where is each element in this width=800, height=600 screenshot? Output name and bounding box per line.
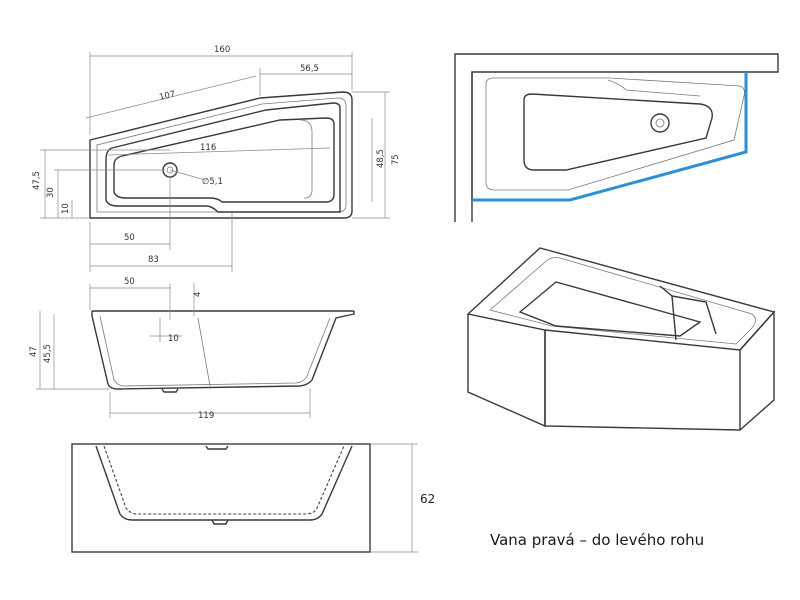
dim-label-10: 10: [61, 203, 71, 214]
drain-leader: [169, 169, 206, 181]
dim-label-50-top: 50: [124, 233, 135, 243]
corner-walls: [454, 53, 779, 222]
dim-label-section-10: 10: [168, 334, 179, 344]
front-elevation: 62: [71, 443, 435, 553]
iso-basin: [489, 257, 756, 345]
dim-label-116: 116: [200, 143, 216, 153]
corner-bath-basin: [485, 77, 745, 191]
isometric-view: [466, 247, 776, 431]
dim-line-116: [107, 147, 331, 156]
iso-front-left-panel: [467, 314, 546, 428]
top-view-drain-inner-icon: [166, 166, 174, 174]
elevation-bottom-drain-icon: [211, 519, 229, 525]
dim-label-119: 119: [198, 411, 214, 421]
top-view-basin-floor: [113, 117, 335, 203]
elevation-outer-shell: [95, 445, 353, 521]
dim-label-section-47: 47: [29, 346, 39, 357]
corner-bath-outline: [471, 72, 747, 201]
dim-label-section-4: 4: [193, 292, 203, 297]
iso-front-right-panel: [544, 330, 741, 431]
section-seam: [197, 317, 211, 387]
dim-label-30: 30: [46, 187, 56, 198]
dim-label-56-5: 56,5: [300, 64, 319, 74]
dim-label-62: 62: [420, 492, 435, 506]
top-view: 160 56,5 107 116 75 48,5 ∅5,1 47,5 30 10…: [32, 45, 401, 272]
caption: Vana pravá – do levého rohu: [490, 531, 705, 549]
dim-label-107: 107: [158, 89, 176, 103]
section-drain-icon: [161, 388, 179, 393]
dim-label-drain-diameter: ∅5,1: [202, 177, 223, 187]
corner-bath-floor: [523, 93, 713, 171]
dim-label-160: 160: [214, 45, 230, 55]
iso-top-rim: [466, 247, 776, 351]
dim-label-47-5: 47,5: [32, 171, 42, 190]
iso-basin-floor: [518, 281, 702, 337]
section-body: [91, 311, 355, 390]
elevation-drain-icon: [205, 445, 229, 450]
iso-backrest: [659, 285, 717, 341]
corner-bath-backrest: [607, 79, 701, 97]
corner-plan: [454, 53, 779, 222]
dim-label-section-50: 50: [124, 277, 135, 287]
corner-wall-edge-highlight: [472, 72, 748, 202]
elevation-inner-shell: [103, 445, 345, 515]
iso-right-side: [739, 310, 775, 431]
corner-drain-icon: [650, 113, 670, 133]
top-view-basin: [105, 102, 341, 213]
dim-label-75: 75: [391, 154, 401, 165]
section-inner: [99, 315, 331, 387]
dim-label-section-45-5: 45,5: [43, 344, 53, 363]
top-view-outline: [89, 91, 353, 219]
elevation-outline: [71, 443, 371, 553]
dim-label-83: 83: [148, 255, 159, 265]
top-view-headrest: [299, 119, 313, 199]
dim-line-107: [85, 75, 257, 119]
front-section: 50 4 10 47 45,5 119: [29, 277, 355, 421]
dim-label-48-5: 48,5: [376, 149, 386, 168]
top-view-rim: [96, 97, 347, 213]
corner-drain-inner-icon: [655, 118, 665, 128]
